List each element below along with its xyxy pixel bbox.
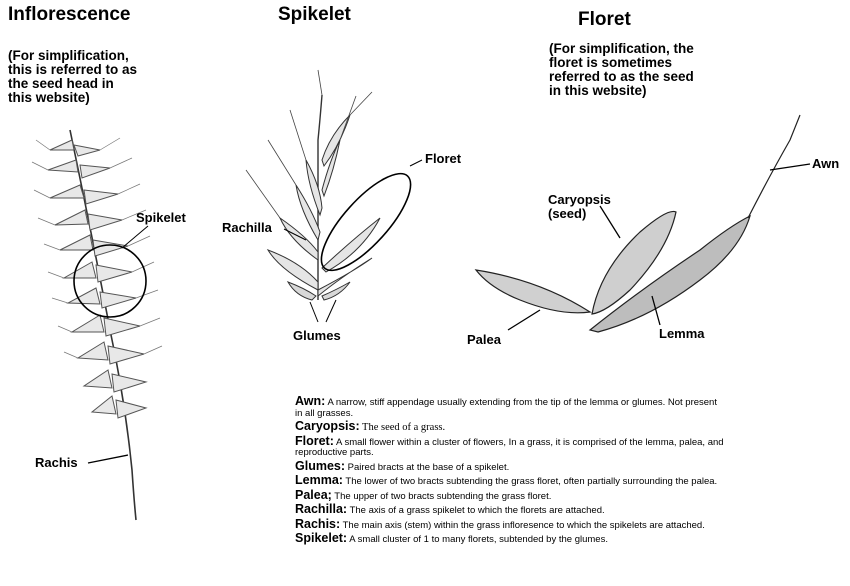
glossary-definition: The upper of two bracts subtending the g… xyxy=(331,490,552,502)
inflorescence-spikelets xyxy=(47,139,148,419)
floret-highlight-ellipse xyxy=(320,172,412,272)
glossary-definition: A narrow, stiff appendage usually extend… xyxy=(295,397,717,419)
floret-label: Floret xyxy=(425,151,462,166)
floret-note: (For simplification, the floret is somet… xyxy=(549,41,694,98)
spikelet-highlight-circle xyxy=(73,244,147,318)
glossary: Awn: A narrow, stiff appendage usually e… xyxy=(295,394,725,548)
glossary-term: Rachis: xyxy=(295,516,341,531)
glossary-term: Glumes: xyxy=(295,458,346,473)
rachis-label: Rachis xyxy=(35,455,78,470)
spikelet-label: Spikelet xyxy=(136,210,186,225)
glossary-term: Lemma: xyxy=(295,473,343,487)
glossary-entry-rachilla: Rachilla: The axis of a grass spikelet t… xyxy=(295,502,725,517)
palea-shape xyxy=(474,269,592,314)
lemma-shape xyxy=(588,214,751,333)
awn-leader-line xyxy=(769,163,811,171)
rachis-leader-line xyxy=(87,454,129,464)
glossary-term: Spikelet: xyxy=(295,531,348,545)
glossary-definition: A small flower within a cluster of flowe… xyxy=(295,436,724,458)
floret-leader-line xyxy=(409,159,423,167)
glossary-entry-spikelet: Spikelet: A small cluster of 1 to many f… xyxy=(295,531,725,546)
glossary-entry-floret: Floret: A small flower within a cluster … xyxy=(295,433,725,459)
glossary-entry-awn: Awn: A narrow, stiff appendage usually e… xyxy=(295,394,725,419)
spikelet-bracts xyxy=(266,114,381,298)
glossary-term: Caryopsis: xyxy=(295,419,360,433)
inflorescence-note: (For simplification, this is referred to… xyxy=(8,48,138,105)
spikelet-heading: Spikelet xyxy=(278,4,351,25)
glumes-leader-line-left xyxy=(309,301,319,323)
glossary-definition: The seed of a grass. xyxy=(359,422,446,433)
glossary-entry-caryopsis: Caryopsis: The seed of a grass. xyxy=(295,419,725,434)
glossary-entry-palea: Palea; The upper of two bracts subtendin… xyxy=(295,487,725,503)
inflorescence-awns xyxy=(31,137,163,359)
rachilla-leader-line xyxy=(283,228,307,241)
glumes-leader-line-right xyxy=(325,299,337,323)
lemma-label: Lemma xyxy=(659,326,705,341)
glossary-definition: The lower of two bracts subtending the g… xyxy=(342,476,718,487)
caryopsis-label: Caryopsis (seed) xyxy=(548,192,611,221)
glumes-label: Glumes xyxy=(293,328,341,343)
floret-heading: Floret xyxy=(578,9,631,30)
awn-label: Awn xyxy=(812,156,840,171)
lemma-leader-line xyxy=(651,295,661,326)
palea-leader-line xyxy=(507,309,541,331)
palea-label: Palea xyxy=(467,332,501,347)
glossary-term: Floret: xyxy=(295,433,334,448)
rachilla-label: Rachilla xyxy=(222,220,272,235)
glossary-entry-rachis: Rachis: The main axis (stem) within the … xyxy=(295,516,725,532)
caryopsis-leader-line xyxy=(599,205,621,239)
awn-shape xyxy=(747,114,801,219)
spikelet-leader-line xyxy=(121,225,149,249)
glossary-term: Palea; xyxy=(295,487,332,502)
inflorescence-heading: Inflorescence xyxy=(8,4,131,25)
floret-drawing xyxy=(474,114,801,333)
glossary-definition: The main axis (stem) within the grass in… xyxy=(340,519,705,531)
glossary-definition: The axis of a grass spikelet to which th… xyxy=(347,505,605,516)
caryopsis-shape xyxy=(591,210,677,315)
spikelet-rachilla-axis xyxy=(317,94,323,300)
glossary-entry-lemma: Lemma: The lower of two bracts subtendin… xyxy=(295,473,725,488)
glossary-term: Rachilla: xyxy=(295,502,348,516)
glossary-term: Awn: xyxy=(295,394,326,408)
glossary-definition: Paired bracts at the base of a spikelet. xyxy=(345,461,510,473)
glumes-drawing xyxy=(286,281,351,301)
glossary-entry-glumes: Glumes: Paired bracts at the base of a s… xyxy=(295,458,725,474)
glossary-definition: A small cluster of 1 to many florets, su… xyxy=(347,534,608,545)
spikelet-awns xyxy=(245,69,373,219)
